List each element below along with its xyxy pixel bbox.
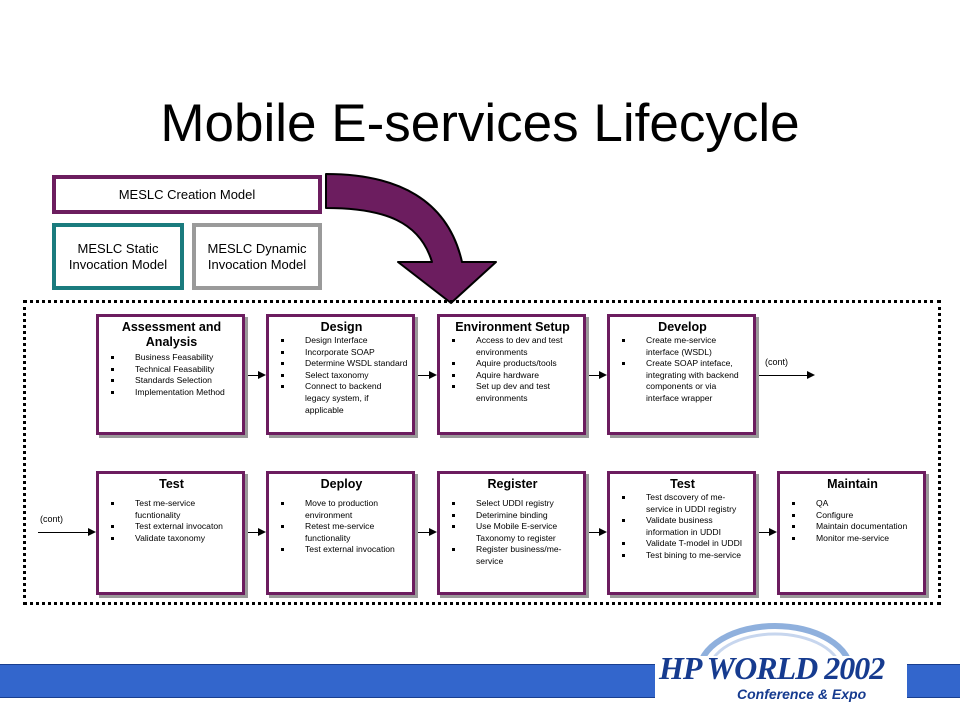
arrow-right-icon [599, 371, 607, 379]
list-item: Validate T-model in UDDI [616, 538, 749, 550]
creation-model-box: MESLC Creation Model [52, 175, 322, 214]
connector-line [759, 375, 807, 376]
list-item: Configure [786, 510, 919, 522]
connector-line [248, 375, 258, 376]
logo-sub-text: Conference & Expo [737, 686, 867, 702]
stage-title: Test [159, 477, 184, 491]
stage-develop: Develop Create me-service interface (WSD… [607, 314, 756, 435]
list-item: Maintain documentation [786, 521, 919, 533]
arrow-right-icon [88, 528, 96, 536]
stage-design: Design Design Interface Incorporate SOAP… [266, 314, 415, 435]
static-invocation-model-box: MESLC Static Invocation Model [52, 223, 184, 290]
list-item: Test bining to me-service [616, 550, 749, 562]
stage-test-2: Test Test dscovery of me-service in UDDI… [607, 471, 756, 595]
list-item: Register business/me-service [446, 544, 579, 567]
logo-main-text: HP WORLD 2002 [659, 650, 885, 686]
dynamic-invocation-model-label: MESLC Dynamic Invocation Model [207, 240, 307, 272]
stage-title: Assessment and Analysis [121, 320, 222, 349]
list-item: Retest me-service functionality [275, 521, 408, 544]
logo-backdrop [655, 656, 907, 720]
list-item: Test me-service fucntionality [105, 498, 238, 521]
stage-deploy: Deploy Move to production environment Re… [266, 471, 415, 595]
arrow-right-icon [429, 371, 437, 379]
list-item: Select UDDI registry [446, 498, 579, 510]
stage-title: Develop [658, 320, 707, 334]
connector-line [418, 375, 429, 376]
list-item: Technical Feasability [105, 364, 238, 376]
stage-maintain: Maintain QA Configure Maintain documenta… [777, 471, 926, 595]
list-item: Select taxonomy [275, 370, 408, 382]
stage-title: Maintain [827, 477, 878, 491]
list-item: Implementation Method [105, 387, 238, 399]
list-item: Create SOAP inteface, integrating with b… [616, 358, 749, 404]
arrow-right-icon [258, 371, 266, 379]
slide-title: Mobile E-services Lifecycle [160, 94, 800, 153]
stage-register: Register Select UDDI registry Deterimine… [437, 471, 586, 595]
list-item: Access to dev and test environments [446, 335, 579, 358]
connector-line [418, 532, 429, 533]
connector-line [759, 532, 769, 533]
stage-environment-setup: Environment Setup Access to dev and test… [437, 314, 586, 435]
stage-title: Deploy [320, 477, 363, 491]
list-item: Monitor me-service [786, 533, 919, 545]
connector-line [589, 375, 599, 376]
list-item: Aquire products/tools [446, 358, 579, 370]
list-item: Determine WSDL standard [275, 358, 408, 370]
list-item: QA [786, 498, 919, 510]
stage-assessment: Assessment and Analysis Business Feasabi… [96, 314, 245, 435]
arrow-right-icon [429, 528, 437, 536]
list-item: Create me-service interface (WSDL) [616, 335, 749, 358]
list-item: Incorporate SOAP [275, 347, 408, 359]
hp-world-logo: HP WORLD 2002 Conference & Expo [655, 620, 907, 720]
arrow-right-icon [599, 528, 607, 536]
list-item: Test dscovery of me-service in UDDI regi… [616, 492, 749, 515]
list-item: Validate business information in UDDI [616, 515, 749, 538]
stage-test-1: Test Test me-service fucntionality Test … [96, 471, 245, 595]
list-item: Deterimine binding [446, 510, 579, 522]
arrow-right-icon [807, 371, 815, 379]
list-item: Business Feasability [105, 352, 238, 364]
continuation-out-label: (cont) [765, 357, 789, 367]
dynamic-invocation-model-box: MESLC Dynamic Invocation Model [192, 223, 322, 290]
list-item: Connect to backend legacy system, if app… [275, 381, 408, 416]
stage-title: Design [320, 320, 363, 334]
list-item: Test external invocation [275, 544, 408, 556]
list-item: Aquire hardware [446, 370, 579, 382]
list-item: Standards Selection [105, 375, 238, 387]
lifecycle-frame [23, 300, 941, 605]
list-item: Test external invocaton [105, 521, 238, 533]
list-item: Set up dev and test environments [446, 381, 579, 404]
creation-model-label: MESLC Creation Model [118, 186, 256, 202]
static-invocation-model-label: MESLC Static Invocation Model [68, 240, 168, 272]
list-item: Move to production environment [275, 498, 408, 521]
continuation-in-label: (cont) [40, 514, 64, 524]
list-item: Design Interface [275, 335, 408, 347]
list-item: Use Mobile E-service Taxonomy to registe… [446, 521, 579, 544]
connector-line [248, 532, 258, 533]
connector-line [589, 532, 599, 533]
arrow-right-icon [769, 528, 777, 536]
arrow-right-icon [258, 528, 266, 536]
list-item: Validate taxonomy [105, 533, 238, 545]
connector-line [38, 532, 88, 533]
stage-title: Test [670, 477, 695, 491]
stage-title: Register [487, 477, 538, 491]
stage-title: Environment Setup [455, 320, 570, 334]
